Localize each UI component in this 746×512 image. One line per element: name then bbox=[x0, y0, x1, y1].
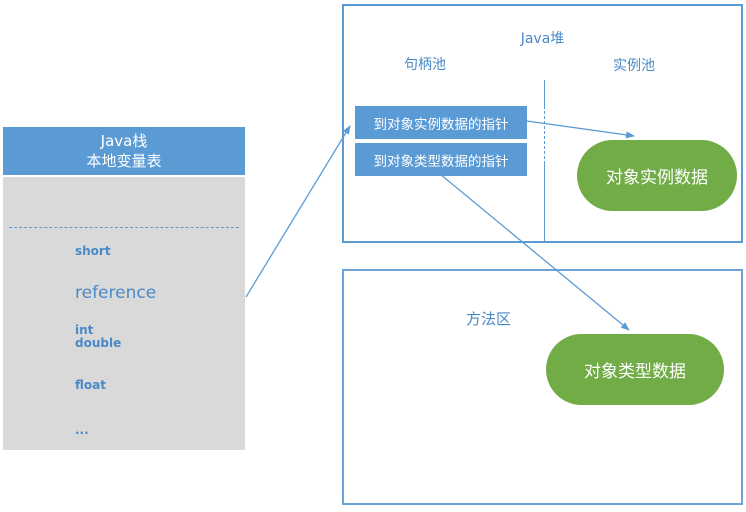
java-heap-box: Java堆 句柄池 实例池 到对象实例数据的指针 到对象类型数据的指针 对象实例… bbox=[342, 4, 743, 243]
object-type-data: 对象类型数据 bbox=[546, 334, 724, 405]
stack-divider-dashed bbox=[9, 227, 239, 228]
pointer-to-instance-data: 到对象实例数据的指针 bbox=[355, 106, 527, 139]
stack-item-int: int bbox=[75, 323, 94, 337]
heap-divider-bottom bbox=[544, 164, 545, 242]
local-variable-table-title: 本地变量表 bbox=[86, 152, 162, 170]
arrow-reference-to-handle-pool bbox=[245, 125, 351, 298]
stack-item-short: short bbox=[75, 244, 111, 258]
java-stack-header: Java栈 本地变量表 bbox=[3, 127, 245, 177]
heap-divider-top bbox=[544, 80, 545, 106]
stack-item-double: double bbox=[75, 336, 122, 350]
heap-divider-middle bbox=[544, 106, 545, 164]
stack-item-reference: reference bbox=[75, 283, 157, 303]
stack-item-float: float bbox=[75, 378, 106, 392]
java-stack-box: Java栈 本地变量表 int short reference double f… bbox=[3, 127, 245, 450]
instance-pool-label: 实例池 bbox=[613, 58, 655, 74]
stack-item-ellipsis: ... bbox=[75, 423, 89, 437]
method-area-label: 方法区 bbox=[466, 310, 512, 328]
method-area-box: 方法区 对象类型数据 bbox=[342, 269, 743, 505]
handle-pool-label: 句柄池 bbox=[404, 57, 446, 73]
java-heap-title: Java堆 bbox=[520, 31, 565, 47]
pointer-to-type-data: 到对象类型数据的指针 bbox=[355, 143, 527, 176]
object-instance-data: 对象实例数据 bbox=[577, 140, 737, 211]
java-stack-title: Java栈 bbox=[100, 131, 148, 150]
